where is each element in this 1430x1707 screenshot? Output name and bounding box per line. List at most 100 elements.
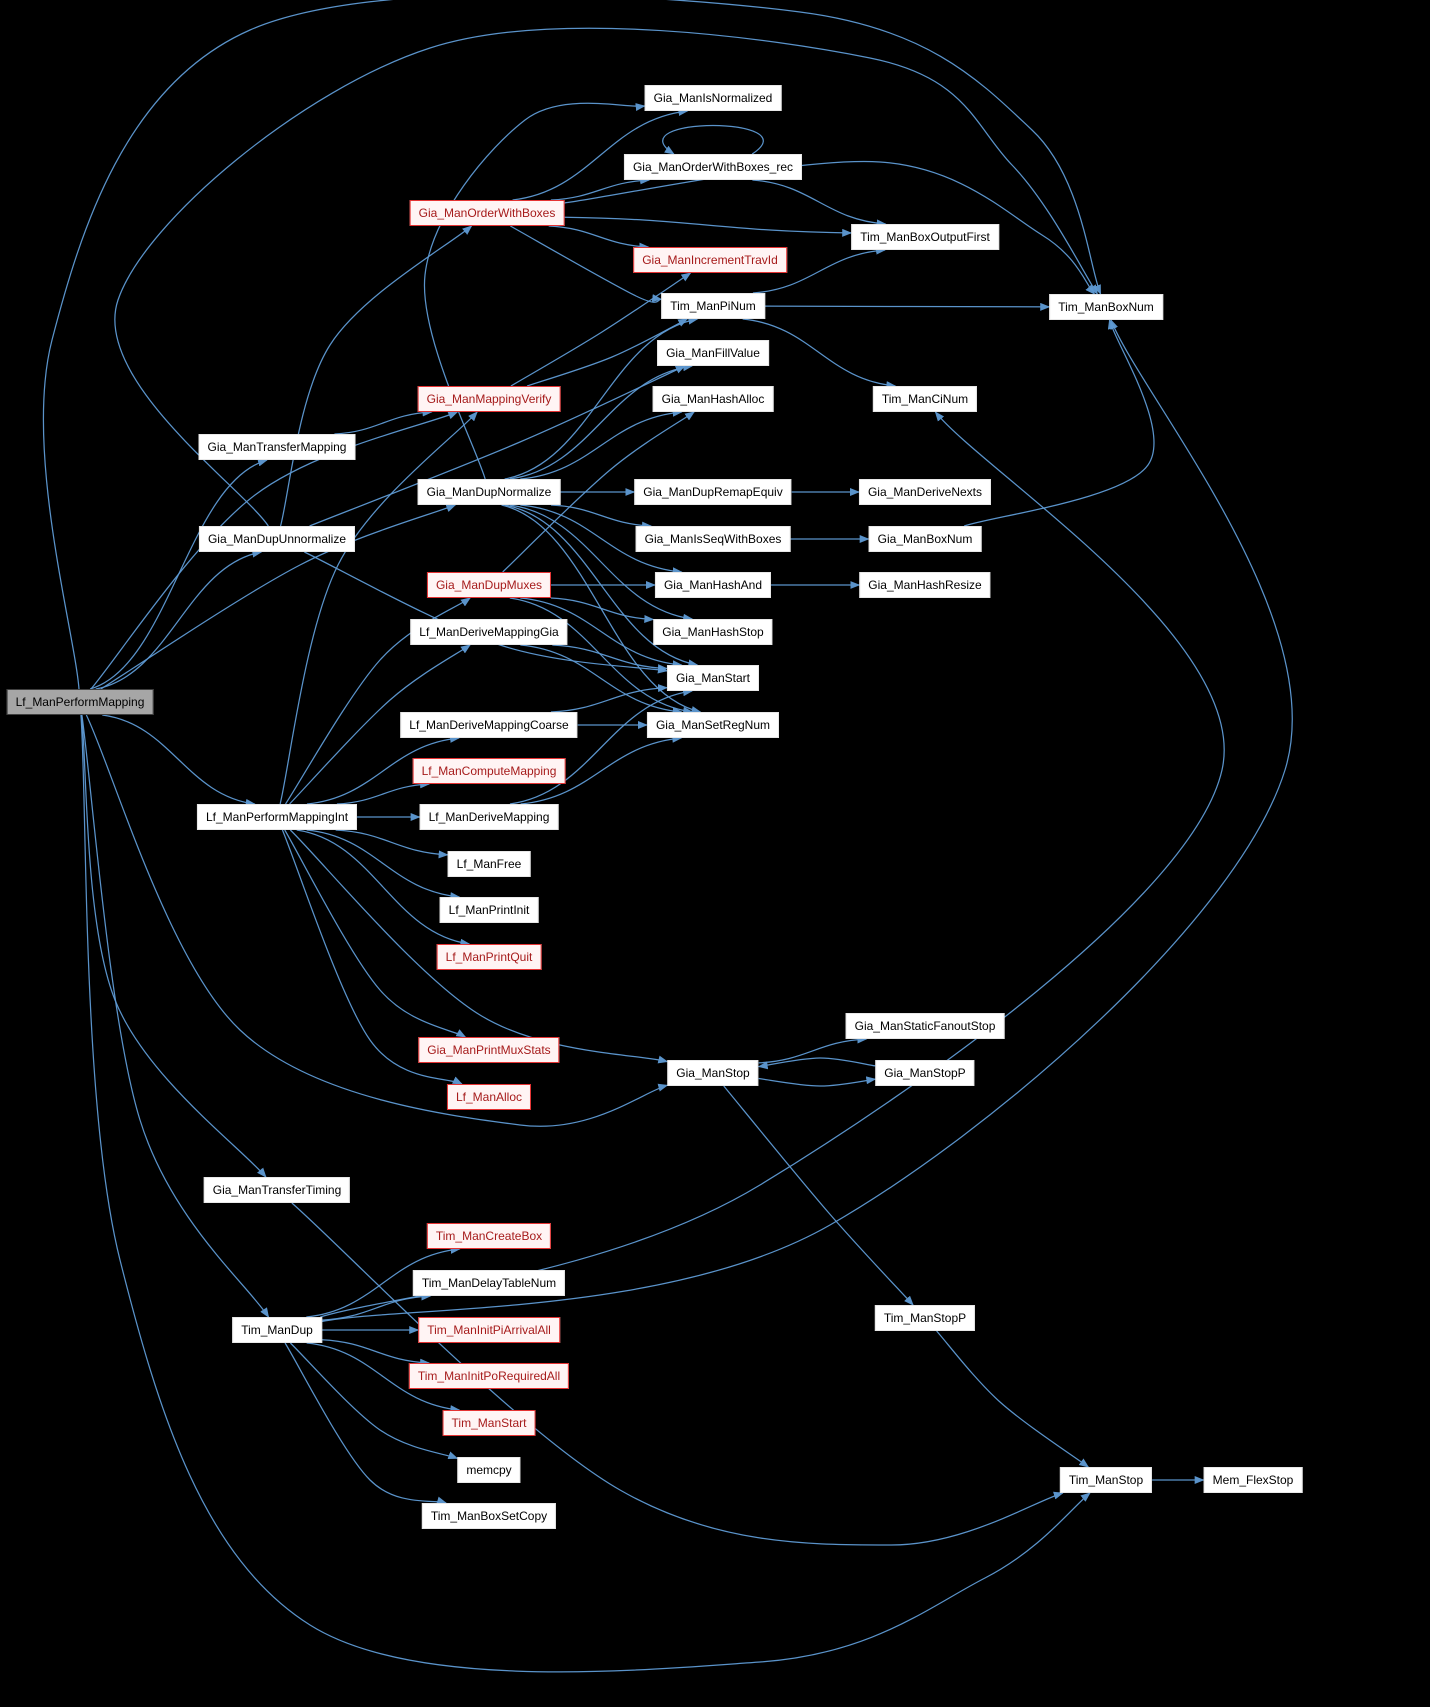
call-edge <box>102 714 256 807</box>
call-edge <box>548 225 650 251</box>
call-edge <box>306 734 461 805</box>
call-edge <box>723 1085 914 1306</box>
node-gia-mandupnormalize[interactable]: Gia_ManDupNormalize <box>417 479 561 505</box>
node-lf-manperformmapping: Lf_ManPerformMapping <box>6 689 154 715</box>
call-edge <box>289 829 669 1064</box>
call-edge <box>95 549 263 690</box>
node-gia-manhashalloc[interactable]: Gia_ManHashAlloc <box>652 386 774 412</box>
call-edge <box>81 714 270 1318</box>
call-edge <box>284 829 467 1038</box>
node-gia-manhashand[interactable]: Gia_ManHashAnd <box>654 572 772 598</box>
node-mem-flexstop[interactable]: Mem_FlexStop <box>1203 1467 1303 1493</box>
node-tim-mandelaytablenum[interactable]: Tim_ManDelayTableNum <box>412 1270 566 1296</box>
node-gia-mandupunnormalize[interactable]: Gia_ManDupUnnormalize <box>198 526 356 552</box>
call-edge <box>520 408 683 480</box>
call-edge <box>758 1076 877 1087</box>
node-gia-manhashresize[interactable]: Gia_ManHashResize <box>859 572 991 598</box>
node-gia-manstopp[interactable]: Gia_ManStopP <box>875 1060 975 1086</box>
node-tim-mancreatebox[interactable]: Tim_ManCreateBox <box>426 1223 552 1249</box>
node-tim-manboxnum[interactable]: Tim_ManBoxNum <box>1049 294 1163 320</box>
call-edge <box>520 734 683 805</box>
node-tim-manstop[interactable]: Tim_ManStop <box>1059 1467 1153 1493</box>
node-tim-maninitpiarrivalall[interactable]: Tim_ManInitPiArrivalAll <box>418 1317 560 1343</box>
node-gia-mantransfertiming[interactable]: Gia_ManTransferTiming <box>203 1177 351 1203</box>
call-edge <box>321 1292 432 1321</box>
node-gia-manprintmuxstats[interactable]: Gia_ManPrintMuxStats <box>418 1037 560 1063</box>
call-edge <box>757 1057 876 1070</box>
call-edge <box>296 829 471 947</box>
call-edge <box>520 597 683 669</box>
node-gia-manderivenexts[interactable]: Gia_ManDeriveNexts <box>858 479 992 505</box>
node-gia-manboxnum[interactable]: Gia_ManBoxNum <box>868 526 982 552</box>
node-gia-manisseqwithboxes[interactable]: Gia_ManIsSeqWithBoxes <box>635 526 791 552</box>
call-edge <box>90 411 459 690</box>
call-edge <box>509 597 694 715</box>
node-gia-mandupmuxes[interactable]: Gia_ManDupMuxes <box>426 572 552 598</box>
call-edge <box>752 179 887 228</box>
call-edge <box>936 1330 1090 1468</box>
node-gia-manorderwithboxes[interactable]: Gia_ManOrderWithBoxes <box>409 200 565 226</box>
call-edge <box>502 411 695 573</box>
node-gia-manstart[interactable]: Gia_ManStart <box>666 665 760 691</box>
call-edge <box>550 684 668 713</box>
node-tim-manstart[interactable]: Tim_ManStart <box>442 1410 536 1436</box>
node-gia-mantransfermapping[interactable]: Gia_ManTransferMapping <box>198 434 356 460</box>
node-lf-manprintquit[interactable]: Lf_ManPrintQuit <box>436 944 542 970</box>
node-lf-manperformmappingint[interactable]: Lf_ManPerformMappingInt <box>196 804 358 830</box>
call-edge <box>662 124 764 155</box>
call-edge <box>279 225 473 527</box>
call-edge <box>764 302 1051 311</box>
call-edge <box>42 0 1102 690</box>
node-gia-mansetregnum[interactable]: Gia_ManSetRegNum <box>646 712 780 738</box>
node-gia-mandupremapequiv[interactable]: Gia_ManDupRemapEquiv <box>634 479 792 505</box>
node-gia-manfillvalue[interactable]: Gia_ManFillValue <box>657 340 769 366</box>
call-edge <box>335 829 449 859</box>
call-edge <box>80 714 267 1178</box>
call-edge <box>306 829 461 901</box>
node-tim-manboxsetcopy[interactable]: Tim_ManBoxSetCopy <box>421 1503 557 1529</box>
call-edge <box>520 504 683 576</box>
call-edge <box>512 108 689 201</box>
node-gia-manincrementtravid[interactable]: Gia_ManIncrementTravId <box>633 247 787 273</box>
node-lf-manderivemappingcoarse[interactable]: Lf_ManDeriveMappingCoarse <box>400 712 578 738</box>
node-tim-mancinum[interactable]: Tim_ManCiNum <box>872 386 978 412</box>
call-edge <box>510 225 663 303</box>
call-edge <box>752 246 887 294</box>
node-gia-manmappingverify[interactable]: Gia_ManMappingVerify <box>417 386 561 412</box>
call-edge <box>334 408 433 435</box>
call-edge <box>85 714 669 1127</box>
node-gia-manstaticfanoutstop[interactable]: Gia_ManStaticFanoutStop <box>845 1013 1005 1039</box>
call-edge <box>509 504 694 622</box>
node-lf-manprintinit[interactable]: Lf_ManPrintInit <box>439 897 539 923</box>
call-edge <box>80 714 1091 1673</box>
node-gia-manisnormalized[interactable]: Gia_ManIsNormalized <box>644 85 782 111</box>
call-edge <box>509 688 694 805</box>
node-tim-manboxoutputfirst[interactable]: Tim_ManBoxOutputFirst <box>851 224 999 250</box>
node-tim-maninitporequiredall[interactable]: Tim_ManInitPoRequiredAll <box>408 1363 570 1389</box>
node-gia-manhashstop[interactable]: Gia_ManHashStop <box>653 619 773 645</box>
call-edge <box>100 504 457 690</box>
call-edge <box>758 1035 868 1064</box>
call-edge <box>321 1339 431 1367</box>
call-edge <box>564 216 853 237</box>
call-edge <box>564 160 1096 295</box>
call-edge <box>304 551 668 674</box>
node-lf-mancomputemapping[interactable]: Lf_ManComputeMapping <box>412 758 566 784</box>
node-lf-manderivemapping[interactable]: Lf_ManDeriveMapping <box>419 804 559 830</box>
call-edge <box>336 780 431 805</box>
node-tim-mandup[interactable]: Tim_ManDup <box>232 1317 322 1343</box>
node-lf-manderivemappinggia[interactable]: Lf_ManDeriveMappingGia <box>410 619 568 645</box>
call-edge <box>306 1245 461 1318</box>
call-edge <box>114 27 1098 527</box>
node-gia-manstop[interactable]: Gia_ManStop <box>667 1060 759 1086</box>
node-lf-manfree[interactable]: Lf_ManFree <box>447 851 531 877</box>
node-gia-manorderwithboxes-rec[interactable]: Gia_ManOrderWithBoxes_rec <box>623 154 803 180</box>
node-tim-manpinum[interactable]: Tim_ManPiNum <box>661 293 765 319</box>
call-edge <box>285 597 471 805</box>
node-lf-manalloc[interactable]: Lf_ManAlloc <box>446 1084 532 1110</box>
node-memcpy[interactable]: memcpy <box>457 1457 521 1483</box>
node-tim-manstopp[interactable]: Tim_ManStopP <box>874 1305 976 1331</box>
call-edge <box>284 1342 447 1505</box>
call-edge <box>279 411 478 805</box>
